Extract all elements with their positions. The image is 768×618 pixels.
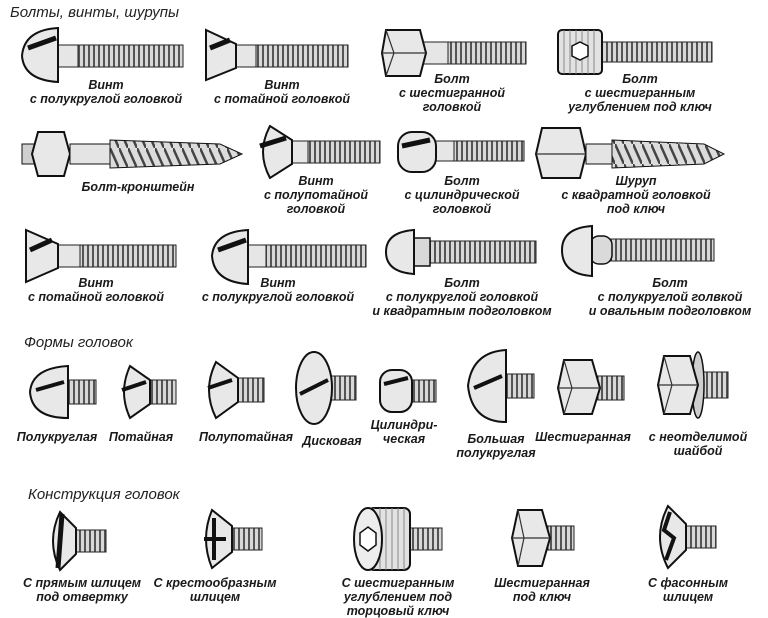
head-shape-caption: Полупотайная bbox=[198, 430, 294, 444]
head-construction-caption: С крестообразным шлицем bbox=[153, 576, 277, 604]
head-construction-caption: С прямым шлицем под отвертку bbox=[22, 576, 142, 604]
countersunk-screw-icon bbox=[25, 228, 177, 284]
bolt-caption: Винт с полукруглой головкой bbox=[29, 78, 183, 106]
oval-head-icon bbox=[207, 360, 265, 420]
truss-head-icon bbox=[466, 348, 535, 424]
carriage-bolt-icon bbox=[384, 228, 537, 276]
head-shape-caption: Дисковая bbox=[302, 434, 362, 448]
slotted-drive-icon bbox=[52, 510, 107, 572]
bolt-caption: Винт с потайной головкой bbox=[213, 78, 351, 106]
countersunk-screw-icon bbox=[205, 28, 349, 82]
bolt-caption: Болт с полукруглой голвкой и овальным по… bbox=[588, 276, 752, 318]
flat-head-icon bbox=[121, 364, 177, 420]
head-construction-caption: С фасонным шлицем bbox=[647, 576, 729, 604]
round-head-screw-icon bbox=[210, 228, 367, 286]
head-shape-caption: Потайная bbox=[108, 430, 174, 444]
phillips-drive-icon bbox=[204, 508, 263, 570]
pan-head-icon bbox=[295, 351, 357, 425]
section-title-bolts: Болты, винты, шурупы bbox=[10, 4, 179, 21]
bolt-caption: Шуруп с квадратной головкой под ключ bbox=[561, 174, 711, 216]
head-shape-caption: с неотделимой шайбой bbox=[648, 430, 748, 458]
bolt-caption: Винт с полукруглой головкой bbox=[201, 276, 355, 304]
bolt-caption: Винт с полупотайной головкой bbox=[263, 174, 369, 216]
head-shape-caption: Полукруглая bbox=[16, 430, 98, 444]
hanger-bolt-icon bbox=[21, 131, 244, 177]
section-title-head-shapes: Формы головок bbox=[24, 334, 133, 351]
raised-countersunk-screw-icon bbox=[259, 124, 381, 180]
head-construction-caption: Шестигранная под ключ bbox=[494, 576, 590, 604]
cheese-head-icon bbox=[379, 369, 437, 413]
section-title-head-construction: Конструкция головок bbox=[28, 486, 180, 503]
hex-head-bolt-icon bbox=[380, 29, 527, 77]
hex-socket-drive-icon bbox=[353, 507, 443, 571]
head-shape-caption: Большая полукруглая bbox=[456, 432, 536, 460]
bolt-caption: Болт-кронштейн bbox=[81, 180, 195, 194]
hex-washer-head-icon bbox=[656, 351, 729, 419]
bolt-caption: Болт с полукруглой головкой и квадратным… bbox=[372, 276, 552, 318]
head-construction-caption: С шестигранным углублением под торцовый … bbox=[341, 576, 455, 618]
bolt-caption: Винт с потайной головкой bbox=[27, 276, 165, 304]
square-head-lag-screw-icon bbox=[534, 127, 726, 179]
hex-head-icon bbox=[556, 359, 625, 415]
oval-neck-bolt-icon bbox=[560, 224, 715, 278]
hex-wrench-drive-icon bbox=[510, 509, 575, 567]
round-head-icon bbox=[28, 364, 97, 420]
shaped-slot-drive-icon bbox=[659, 504, 717, 570]
head-shape-caption: Шестигранная bbox=[535, 430, 631, 444]
round-head-screw-icon bbox=[20, 26, 184, 84]
cheese-head-bolt-icon bbox=[397, 131, 525, 173]
bolt-caption: Болт с шестигранным углублением под ключ bbox=[568, 72, 712, 114]
head-shape-caption: Цилиндри- ческая bbox=[370, 418, 438, 446]
bolt-caption: Болт с цилиндрической головкой bbox=[404, 174, 520, 216]
socket-head-bolt-icon bbox=[557, 29, 713, 75]
bolt-caption: Болт с шестигранной головкой bbox=[399, 72, 505, 114]
